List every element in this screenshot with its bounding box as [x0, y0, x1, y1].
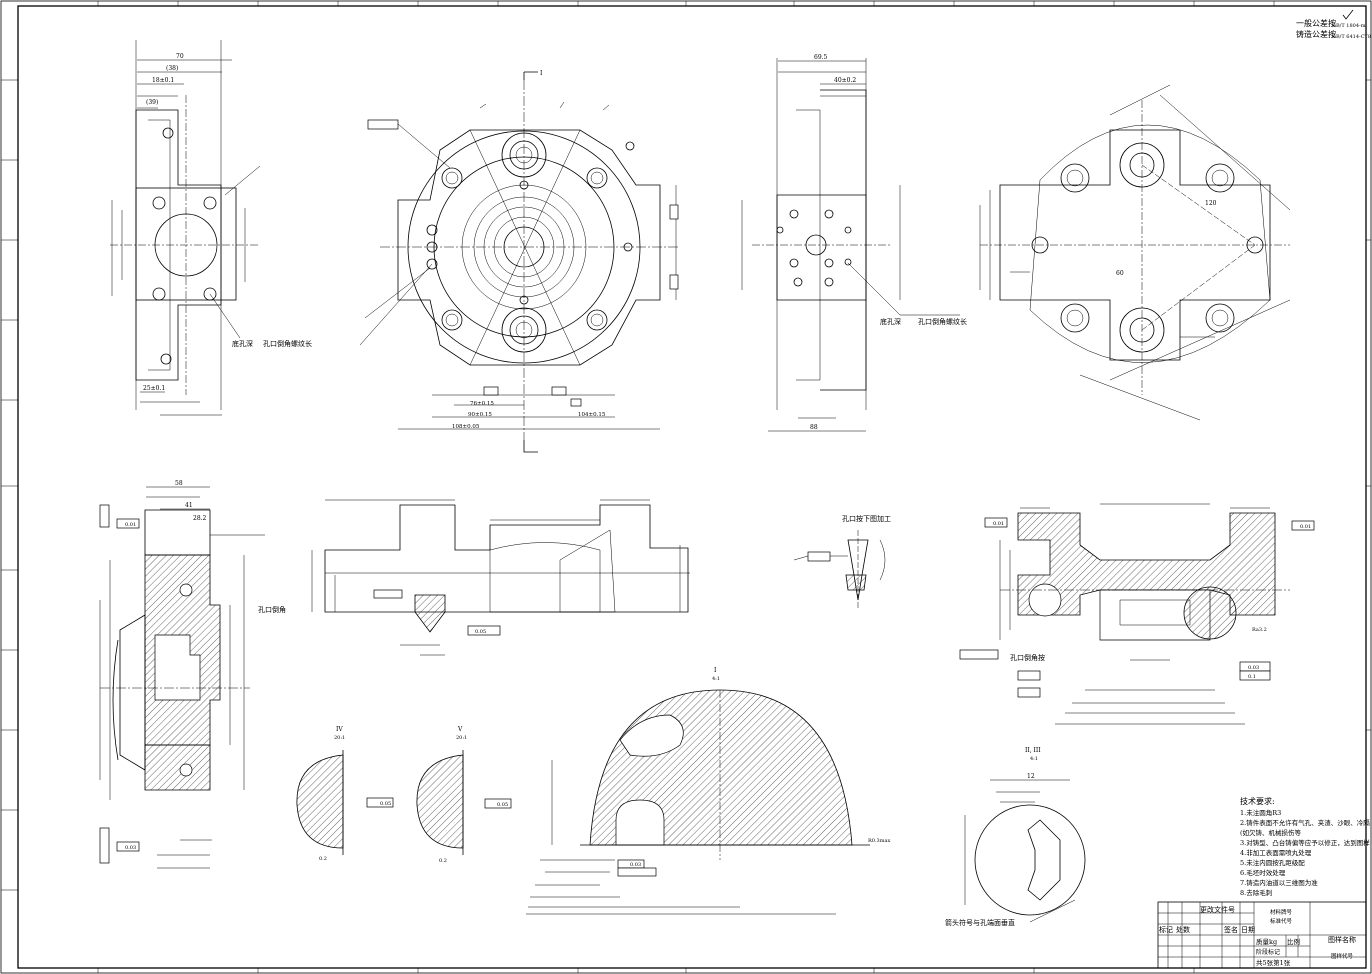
hole-note-1: 孔口倒角按	[1010, 653, 1045, 662]
tech-req-2: 2.铸件表面不允许有气孔、夹渣、沙眼、冷隔	[1240, 818, 1370, 827]
tech-req-title: 技术要求:	[1240, 796, 1275, 806]
detail-iii-label: II, III	[1025, 747, 1041, 754]
lower-view-mark: I	[714, 667, 717, 674]
detail-iii-scale: 4:1	[1030, 756, 1038, 762]
mark-note: 箭头符号与孔端面垂直	[945, 918, 1015, 927]
section-view-left: 58 41 28.2 0.01 0.03 孔口倒角	[99, 480, 286, 869]
tb-material: 材料牌号	[1270, 908, 1293, 916]
side-view-right: 69.5 40±0.2 88 底孔深 孔口倒角螺纹长	[741, 54, 967, 432]
dim-69: 69.5	[814, 54, 828, 61]
front-view-main: I 76±0.15 90±0.15 104±0.15 108±0.05	[359, 70, 680, 453]
tol-frame-6: 0.03	[1248, 665, 1259, 671]
section-mark-top: I	[540, 70, 543, 77]
dim-90: 90±0.15	[468, 412, 492, 418]
detail-v-scale: 20:1	[456, 735, 467, 741]
dim-41: 41	[185, 502, 193, 509]
tol-frame-7: 0.1	[1248, 674, 1256, 680]
detail-iv: IV 20:1 0.05 0.2	[296, 726, 394, 862]
detail-ii-iii: II, III 4:1 12 箭头符号与孔端面垂直	[945, 747, 1086, 927]
tolerance-line-2: 铸造公差按	[1296, 29, 1336, 39]
roughness-check-icon	[1342, 9, 1354, 20]
dim-76: 76±0.15	[470, 401, 494, 407]
dim-104: 104±0.15	[578, 412, 606, 418]
hole-detail: 孔口按下图加工	[793, 514, 891, 610]
tech-req-6: 5.未注内圆按孔距级配	[1240, 858, 1305, 867]
detail-iv-dim: 0.2	[319, 856, 327, 862]
tech-req-9: 8.去除毛刺	[1240, 888, 1272, 897]
tb-drawing-name: 图样名称	[1328, 935, 1356, 944]
tol-frame-5: 0.01	[1300, 524, 1311, 530]
dim-108: 108±0.05	[452, 424, 480, 430]
tb-mark: 标记	[1159, 925, 1173, 934]
section-view-middle: 0.05 I 4:1	[311, 499, 720, 682]
tb-sheet: 共5张第1张	[1256, 958, 1291, 967]
title-block: 标记 处数 更改文件号 签名 日期 材料牌号 标准代号 图样名称 图样代号 质量…	[1157, 901, 1367, 969]
bottom-hole-note-2: 底孔深	[880, 317, 901, 326]
tech-req-3: (如欠铸、机械损伤等	[1240, 828, 1302, 837]
tb-change: 更改文件号	[1200, 905, 1235, 914]
tol-frame-3: 0.05	[475, 629, 486, 635]
detail-iv-label: IV	[336, 726, 343, 733]
lower-view-scale: 4:1	[712, 676, 720, 682]
dim-39: (39)	[146, 99, 158, 106]
tech-req-7: 6.毛坯时效处理	[1240, 868, 1286, 877]
dim-40: 40±0.2	[834, 77, 856, 84]
detail-v: V 20:1 0.05 0.2	[416, 726, 512, 864]
dim-120: 120	[1205, 200, 1217, 207]
radius-note: R0.3max	[868, 838, 890, 844]
dim-38: (38)	[166, 65, 178, 72]
tb-weight: 质量kg	[1256, 937, 1277, 946]
dim-28: 28.2	[193, 515, 207, 522]
tb-drawing-code: 图样代号	[1331, 952, 1354, 960]
dim-58: 58	[175, 480, 183, 487]
tb-stage: 阶段标记	[1256, 948, 1280, 956]
dim-60: 60	[1116, 270, 1124, 277]
tb-date: 日期	[1241, 926, 1255, 934]
tb-sign: 签名	[1224, 925, 1238, 934]
general-tolerance-note: 一般公差按 GB/T 1804-m 铸造公差按 GB/T 6414-CT8	[1296, 9, 1371, 40]
tech-req-1: 1.未注圆角R3	[1240, 808, 1281, 817]
tolerance-spec-2: GB/T 6414-CT8	[1332, 34, 1371, 40]
inner-border	[17, 5, 1367, 969]
tech-req-4: 3.对铸型、凸台铸偏等应予以修正，达到图样	[1240, 838, 1370, 847]
technical-requirements: 技术要求: 1.未注圆角R3 2.铸件表面不允许有气孔、夹渣、沙眼、冷隔 (如欠…	[1240, 796, 1370, 897]
tol-frame-1: 0.01	[125, 522, 136, 528]
tech-req-5: 4.非加工表面需喷丸处理	[1240, 848, 1312, 857]
tol-frame-8: 0.05	[380, 801, 391, 807]
tol-frame-10: 0.03	[630, 862, 641, 868]
side-view-left: 70 (38) 18±0.1 (39) 25±0.1 底孔深 孔口倒角螺纹长	[110, 40, 312, 416]
tb-count: 处数	[1176, 925, 1190, 934]
dim-12: 12	[1027, 773, 1035, 780]
tol-frame-4: 0.01	[993, 521, 1004, 527]
detail-v-label: V	[457, 726, 463, 733]
dim-25: 25±0.1	[143, 385, 165, 392]
bottom-hole-note: 底孔深	[232, 339, 253, 348]
dim-88: 88	[810, 424, 818, 431]
tol-frame-2: 0.03	[125, 845, 136, 851]
section-half-disc: 0.03 R0.3max	[526, 689, 890, 915]
tolerance-line-1: 一般公差按	[1296, 18, 1336, 28]
dim-70: 70	[176, 53, 184, 60]
ra-label: Ra3.2	[1252, 627, 1267, 633]
thread-note-2: 孔口倒角螺纹长	[918, 317, 967, 326]
dim-18: 18±0.1	[152, 77, 174, 84]
thread-note-1: 孔口倒角螺纹长	[263, 339, 312, 348]
tolerance-spec-1: GB/T 1804-m	[1332, 23, 1366, 29]
hole-note-3: 孔口倒角	[258, 605, 286, 614]
tech-req-8: 7.铸造内油道以三维图为准	[1240, 878, 1318, 887]
tb-standard: 标准代号	[1270, 917, 1293, 925]
hole-note-2: 孔口按下图加工	[842, 514, 891, 523]
tol-frame-9: 0.05	[497, 802, 508, 808]
detail-iv-scale: 20:1	[334, 735, 345, 741]
tb-scale: 比例	[1287, 937, 1300, 946]
section-view-right: 0.01 0.01 0.03 0.1 Ra3.2 孔口倒角按	[959, 503, 1315, 725]
detail-v-dim: 0.2	[439, 858, 447, 864]
rotated-view: 120 60	[979, 84, 1291, 421]
